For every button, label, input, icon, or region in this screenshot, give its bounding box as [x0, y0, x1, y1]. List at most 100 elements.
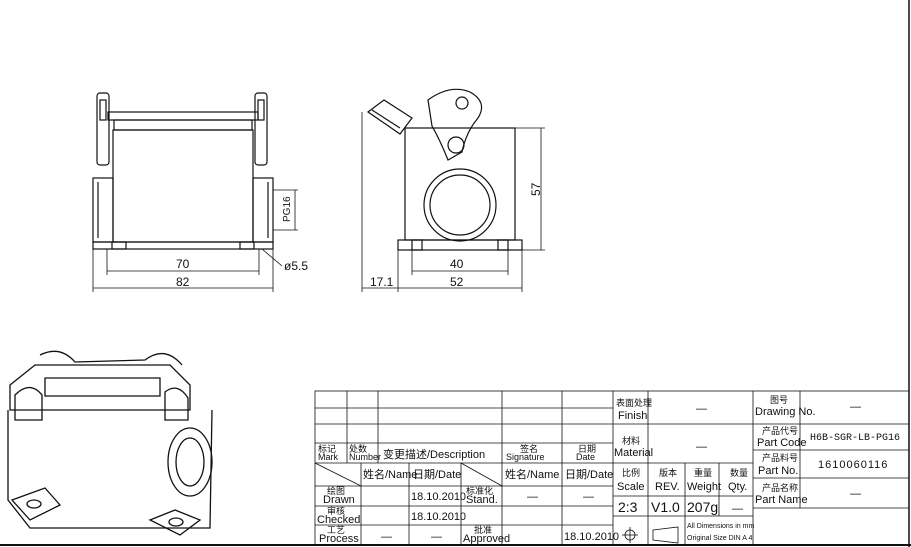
tb-part-name-cn: 产品名称 [762, 482, 798, 493]
front-base-foot-right [239, 241, 255, 250]
iso-top-frame [9, 364, 191, 411]
projection-symbol-cone [652, 526, 679, 544]
tb-qty-value: — [732, 503, 743, 515]
tb-process-cn: 工艺 [327, 525, 345, 535]
tb-signature-cn: 签名 [520, 443, 538, 454]
front-dim-82-label: 82 [176, 275, 190, 289]
tb-part-code-value: H6B-SGR-LB-PG16 [810, 433, 900, 444]
tb-weight-en: Weight [687, 481, 721, 493]
side-pivot-circle [447, 136, 465, 154]
front-left-boss [92, 177, 114, 243]
tb-stand-en: Stand. [466, 494, 498, 506]
tb-drawn-cn: 绘图 [327, 485, 345, 496]
front-thread-label: PG16 [282, 196, 293, 222]
tb-stand-date: — [583, 491, 594, 503]
tb-rev-en: REV. [655, 481, 680, 493]
tb-rev-value: V1.0 [651, 499, 680, 515]
iso-lever-left [14, 386, 43, 421]
tb-drawn-date: 18.10.2010 [411, 491, 466, 503]
front-base [92, 241, 274, 250]
iso-foot-right-hole [168, 517, 184, 527]
front-top-frame [113, 119, 253, 131]
title-block-diagonal-left [314, 462, 362, 487]
side-lever [427, 88, 483, 161]
iso-foot-left-hole [26, 499, 42, 509]
tb-weight-cn: 重量 [694, 467, 712, 478]
front-right-lever-detail [257, 99, 265, 121]
tb-weight-value: 207g [687, 499, 718, 515]
tb-finish-cn: 表面处理 [616, 397, 652, 408]
side-entry-inner-circle [429, 174, 491, 236]
title-block-grid [314, 390, 910, 546]
tb-drawing-no-cn: 图号 [770, 395, 788, 405]
tb-qty-cn: 数量 [730, 467, 748, 478]
iso-body [7, 409, 213, 529]
tb-process-date: — [431, 531, 442, 543]
tb-name-header-2: 姓名/Name [505, 467, 559, 481]
tb-part-no-en: Part No. [758, 465, 798, 477]
tb-material-en: Material [614, 447, 653, 459]
front-hole-leader [261, 248, 283, 267]
tb-signature-en: Signature [506, 452, 545, 462]
tb-part-code-cn: 产品代号 [762, 425, 798, 436]
front-body [112, 129, 254, 243]
tb-date-header-2: 日期/Date [565, 468, 613, 481]
side-dim-52-label: 52 [450, 275, 464, 289]
front-hole-label: ø5.5 [284, 259, 308, 273]
title-block-diagonal-mid [460, 462, 503, 487]
tb-note-line1: All Dimensions in mm [687, 523, 754, 530]
tb-date-header-1: 日期/Date [413, 468, 461, 481]
side-lever-eye [455, 96, 469, 110]
iso-entry-inner [175, 437, 205, 487]
tb-description-header: 变更描述/Description [383, 447, 485, 461]
tb-process-en: Process [319, 533, 359, 545]
tb-note-line2: Original Size DIN A 4 [687, 535, 752, 542]
tb-checked-cn: 审核 [327, 505, 345, 516]
front-view [92, 92, 274, 250]
side-body [404, 127, 516, 241]
tb-date-cn: 日期 [578, 444, 596, 454]
side-lever-grip [366, 99, 413, 135]
front-right-lever [254, 92, 268, 166]
tb-finish-value: — [696, 403, 707, 415]
tb-approved-cn: 批准 [474, 524, 492, 535]
tb-finish-en: Finish [618, 410, 647, 422]
tb-qty-en: Qty. [728, 481, 747, 493]
tb-checked-date: 18.10.2010 [411, 511, 466, 523]
tb-mark-en: Mark [318, 452, 338, 462]
tb-approved-en: Approved [463, 533, 510, 545]
side-view [366, 88, 523, 251]
tb-material-value: — [696, 441, 707, 453]
iso-lever-right [164, 387, 189, 421]
tb-approved-date: 18.10.2010 [564, 531, 619, 543]
front-left-lever-detail [99, 99, 107, 121]
tb-stand-name: — [527, 491, 538, 503]
tb-drawing-no-en: Drawing No. [755, 406, 816, 418]
tb-number-en: Number [349, 452, 381, 462]
tb-mark-cn: 标记 [318, 443, 336, 454]
iso-entry-outer [167, 427, 213, 497]
tb-drawing-no-value: — [850, 401, 861, 413]
tb-part-name-en: Part Name [755, 494, 808, 506]
side-entry-outer-circle [423, 168, 497, 242]
tb-number-cn: 处数 [349, 443, 367, 454]
tb-part-code-en: Part Code [757, 437, 807, 449]
tb-date-en: Date [576, 452, 595, 462]
tb-name-header-1: 姓名/Name [363, 467, 417, 481]
tb-scale-value: 2:3 [618, 499, 638, 515]
side-dim-57-label: 57 [529, 182, 543, 196]
side-dim-offset-label: 17.1 [370, 275, 394, 289]
side-base-foot-right [497, 239, 509, 251]
side-dimensions [361, 112, 545, 292]
side-lever-grip-line [371, 109, 401, 129]
iso-opening [44, 377, 161, 397]
front-dimensions [92, 189, 298, 292]
iso-foot-left [10, 487, 62, 521]
iso-foot-right [148, 509, 202, 536]
tb-part-no-cn: 产品料号 [762, 452, 798, 463]
front-left-lever [96, 92, 110, 166]
isometric-view [7, 350, 213, 536]
tb-stand-cn: 标准化 [466, 485, 493, 496]
tb-rev-cn: 版本 [659, 467, 677, 478]
tb-part-no-value: 1610060116 [818, 459, 888, 471]
